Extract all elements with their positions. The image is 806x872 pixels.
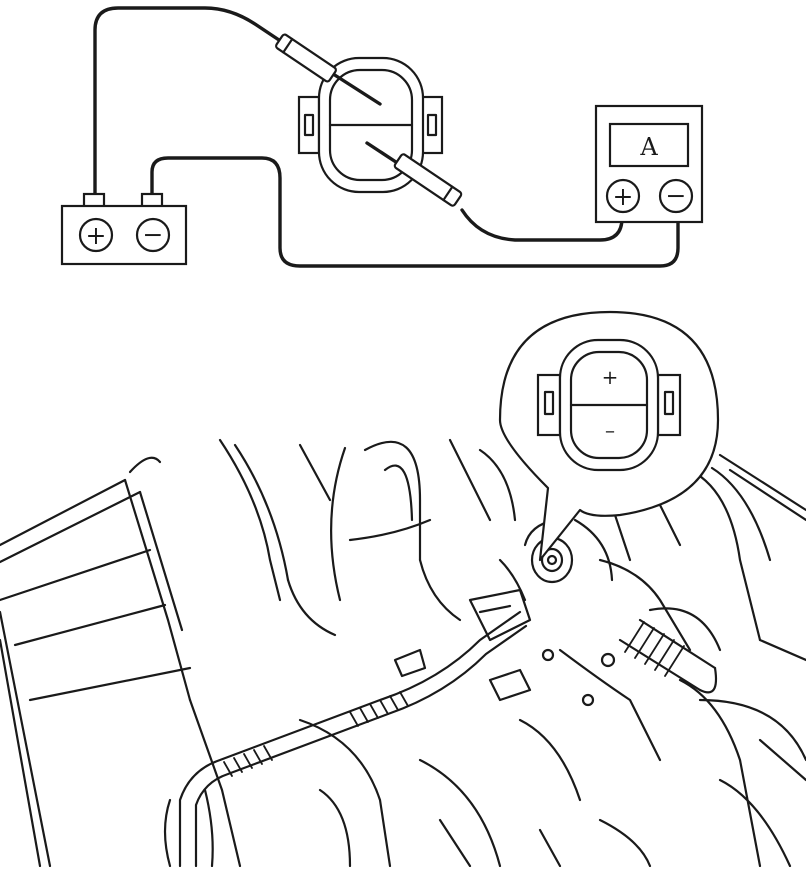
wire-probe-to-ammeter-positive [460, 203, 624, 242]
connector-callout: + – [498, 310, 720, 562]
battery-positive-label: + [86, 221, 107, 250]
connector-top [297, 56, 444, 194]
battery-positive-terminal [78, 217, 114, 253]
floor-lines [298, 648, 662, 868]
mount-bolt-3 [581, 693, 595, 707]
test-circuit: + − A + − [60, 6, 704, 268]
callout-left-tab [536, 373, 562, 437]
connector-left-tab [297, 95, 321, 155]
harness-wire [163, 610, 528, 868]
probe-upper-tip [328, 70, 382, 106]
battery: + − [60, 192, 188, 266]
callout-right-tab [656, 373, 682, 437]
engine-compartment [0, 438, 806, 868]
sensor-inner [540, 547, 564, 573]
mount-bolt-1 [600, 652, 616, 668]
ammeter-display [608, 122, 690, 168]
probe-upper [275, 33, 382, 106]
callout-negative-label: – [605, 418, 615, 442]
mount-bolt-2 [541, 648, 555, 662]
sensor-pin [546, 554, 558, 566]
probe-upper-handle [275, 33, 337, 83]
ammeter-negative-terminal [658, 178, 694, 214]
probe-lower-band [442, 185, 454, 202]
left-panel [0, 456, 242, 868]
callout-left-tab-inner [543, 390, 555, 416]
probe-upper-band [282, 37, 294, 54]
ammeter: A + − [594, 104, 704, 224]
probe-lower [365, 141, 463, 207]
upper-structures [218, 438, 517, 637]
wire-battery-positive-to-probe [93, 6, 284, 199]
ammeter-negative-label: − [666, 181, 687, 210]
battery-negative-terminal [135, 217, 171, 253]
ammeter-positive-terminal [605, 178, 641, 214]
battery-negative-label: − [143, 220, 164, 249]
wire-battery-negative-to-ammeter-negative [150, 156, 680, 268]
connector-left-tab-inner [303, 113, 315, 137]
callout-positive-label: + [602, 365, 619, 389]
callout-right-tab-inner [663, 390, 675, 416]
connector-right-tab-inner [426, 113, 438, 137]
corrugated-hose [618, 618, 718, 694]
ammeter-display-label: A [639, 133, 658, 161]
probe-lower-handle [393, 153, 463, 207]
battery-body [60, 204, 188, 266]
ammeter-positive-label: + [613, 182, 634, 211]
connector-bracket [393, 558, 532, 702]
connector-right-tab [420, 95, 444, 155]
